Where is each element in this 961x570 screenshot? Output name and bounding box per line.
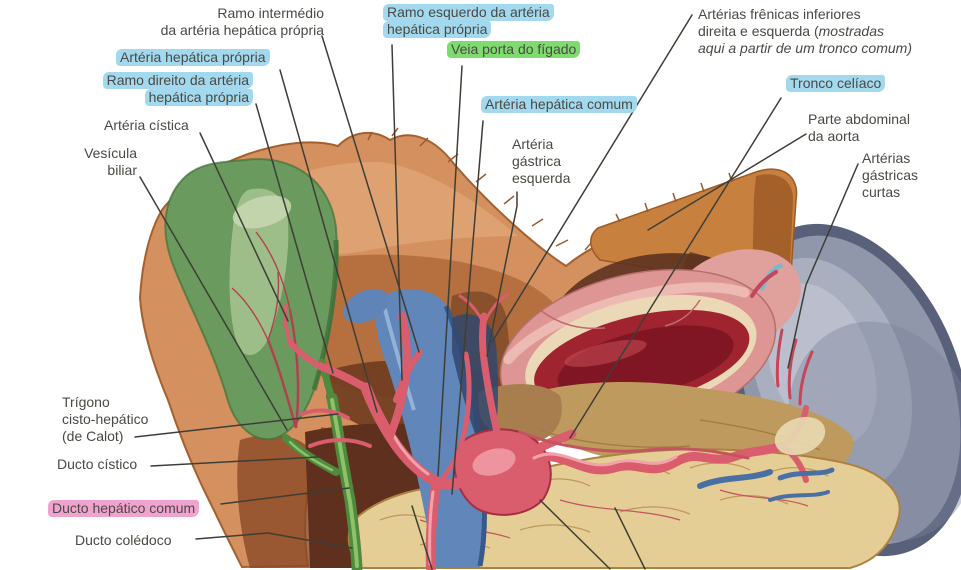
cutoff-leader-2 <box>614 507 646 570</box>
label-arteria-gastrica-esquerda-leader <box>486 191 518 357</box>
label-ramo-direito-leader <box>255 103 334 374</box>
label-tronco-celiaco-leader <box>569 97 782 439</box>
label-veia-porta-leader <box>437 65 463 477</box>
label-trigono-cisto-hepatico-leader <box>134 413 339 438</box>
label-ducto-coledoco-leader <box>195 532 353 549</box>
arteries <box>283 263 835 570</box>
gallbladder <box>164 158 339 441</box>
cutoff-leader-1 <box>411 505 433 570</box>
label-ramo-esquerdo-leader <box>391 44 403 381</box>
label-parte-abdominal-aorta-leader <box>647 133 807 231</box>
label-arterias-frenicas-inferiores-leader <box>491 14 693 343</box>
cutoff-leader-0 <box>539 499 611 570</box>
label-ducto-cistico-leader <box>150 456 319 467</box>
label-ducto-hepatico-comum-leader <box>220 487 350 505</box>
label-arteria-hepatica-propria-leader <box>279 69 378 413</box>
label-arteria-cistica-leader <box>199 132 289 322</box>
label-arteria-hepatica-comum-leader <box>451 120 484 495</box>
label-vesicula-biliar-leader <box>139 176 288 431</box>
label-arterias-gastricas-curtas-leader <box>787 163 859 369</box>
label-ramo-intermedio-leader <box>321 35 420 353</box>
